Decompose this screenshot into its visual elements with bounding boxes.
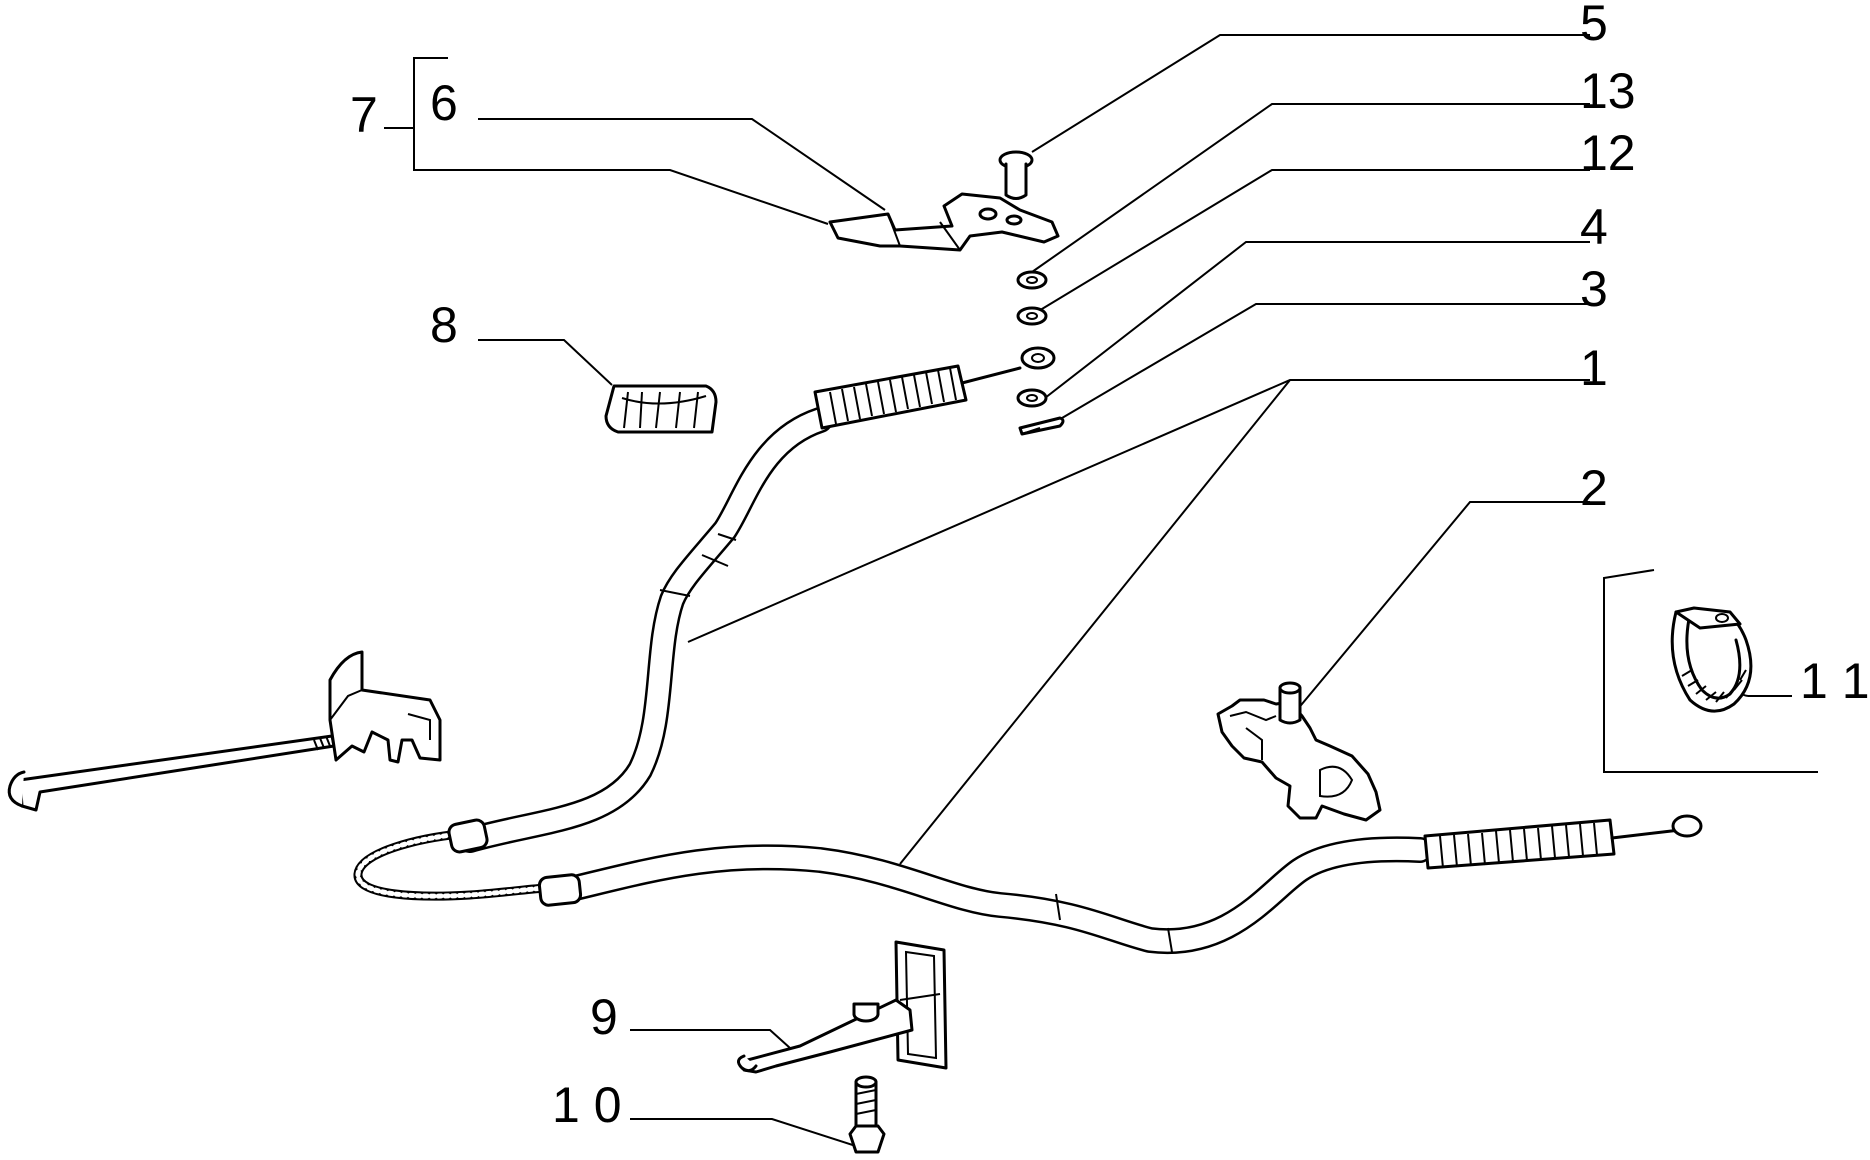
- callout-6: 6: [430, 75, 458, 131]
- callout-13: 13: [1580, 63, 1636, 119]
- cable-spring-upper: [813, 364, 1022, 430]
- part-4-washer: [1016, 388, 1048, 408]
- callout-12: 12: [1580, 125, 1636, 181]
- part-8-clip: [604, 384, 718, 434]
- part-3-split-pin: [1018, 416, 1065, 436]
- callout-3: 3: [1580, 261, 1608, 317]
- leader-line-10: [630, 1118, 863, 1149]
- part-9-support-plate: [737, 940, 948, 1074]
- leader-line-2: [1291, 501, 1590, 717]
- leader-line-6: [478, 118, 886, 211]
- part-12-washer: [1016, 306, 1048, 326]
- callout-2: 2: [1580, 460, 1608, 516]
- leader-line-8: [478, 339, 613, 386]
- callout-numbers: 5 13 12 4 3 1 2 1 1 6 7 8 9 1 0: [350, 0, 1870, 1133]
- cable-spring-lower: [1423, 814, 1703, 870]
- bracket-7: [413, 57, 829, 225]
- callout-1: 1: [1580, 340, 1608, 396]
- callout-4: 4: [1580, 199, 1608, 255]
- callout-7: 7: [350, 87, 378, 143]
- callout-8: 8: [430, 297, 458, 353]
- callout-9: 9: [590, 989, 618, 1045]
- handbrake-cable: [353, 364, 1703, 955]
- part-11-hose-clamp: [1670, 606, 1753, 713]
- leader-line-3: [1044, 303, 1590, 429]
- part-6-lever: [828, 192, 1060, 252]
- callout-10: 1 0: [552, 1077, 622, 1133]
- leader-line-9: [630, 1029, 791, 1049]
- leader-line-13: [1031, 103, 1590, 273]
- leader-line-1b: [899, 379, 1291, 865]
- part-10-bolt: [848, 1075, 886, 1154]
- callout-5: 5: [1580, 0, 1608, 51]
- part-2-cable-bracket: [1216, 681, 1382, 822]
- leader-line-12: [1031, 169, 1590, 316]
- leader-lines: [384, 34, 1818, 1149]
- part-13-washer: [1016, 270, 1048, 290]
- leader-line-4: [1044, 241, 1590, 399]
- leader-line-5: [1031, 34, 1590, 153]
- callout-11: 1 1: [1800, 653, 1870, 709]
- bracket-11: [1603, 569, 1818, 773]
- part-eye-washer: [1020, 346, 1056, 370]
- rod-bracket: [7, 650, 442, 812]
- part-5-clevis-pin: [998, 150, 1034, 200]
